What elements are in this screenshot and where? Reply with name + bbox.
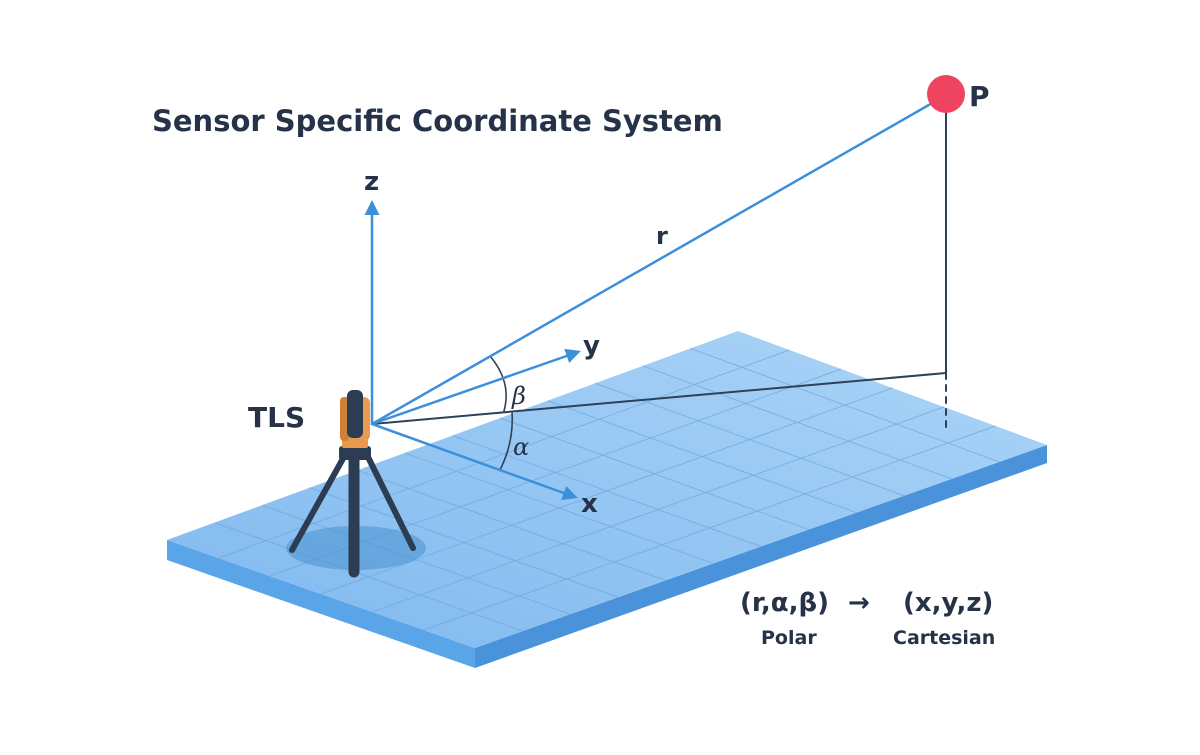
scanner-lens-housing xyxy=(347,390,363,438)
grid-line xyxy=(423,425,996,631)
beta-arc xyxy=(489,355,507,412)
plane-top xyxy=(167,331,1047,648)
alpha-label: α xyxy=(513,433,529,461)
ground-plane xyxy=(167,331,1047,668)
tripod-leg-right xyxy=(364,452,416,551)
plane-front-side xyxy=(167,540,475,668)
z-axis-label: z xyxy=(364,167,379,197)
point-p-label: P xyxy=(969,80,990,113)
range-line-r xyxy=(370,100,936,426)
diagram-title: Sensor Specific Coordinate System xyxy=(152,104,723,138)
y-axis-label: y xyxy=(583,331,600,361)
tripod xyxy=(289,452,416,578)
reference-lines xyxy=(371,97,947,471)
conversion-arrow: → xyxy=(848,588,870,618)
point-p-marker xyxy=(927,75,965,113)
range-label: r xyxy=(656,222,668,250)
x-axis-line xyxy=(370,422,578,500)
plane-right-side xyxy=(475,445,1047,668)
tls-scanner xyxy=(289,390,416,578)
grid-line xyxy=(320,387,893,595)
tripod-leg-left xyxy=(289,452,348,553)
cartesian-formula: (x,y,z) xyxy=(903,588,993,618)
axes xyxy=(364,100,936,500)
alpha-arc xyxy=(499,411,514,471)
polar-formula: (r,α,β) xyxy=(740,588,829,618)
grid-line xyxy=(372,406,945,613)
grid-line xyxy=(218,349,790,559)
tripod-head xyxy=(339,446,371,460)
beta-label: β xyxy=(511,382,526,410)
scanner-body-shade xyxy=(340,397,349,441)
y-axis-line xyxy=(370,348,581,426)
tls-label: TLS xyxy=(248,401,305,434)
polar-caption: Polar xyxy=(761,627,817,649)
projection-line xyxy=(371,372,947,425)
x-axis-label: x xyxy=(581,489,598,519)
cartesian-caption: Cartesian xyxy=(893,627,995,649)
plane-grid xyxy=(214,347,1000,632)
